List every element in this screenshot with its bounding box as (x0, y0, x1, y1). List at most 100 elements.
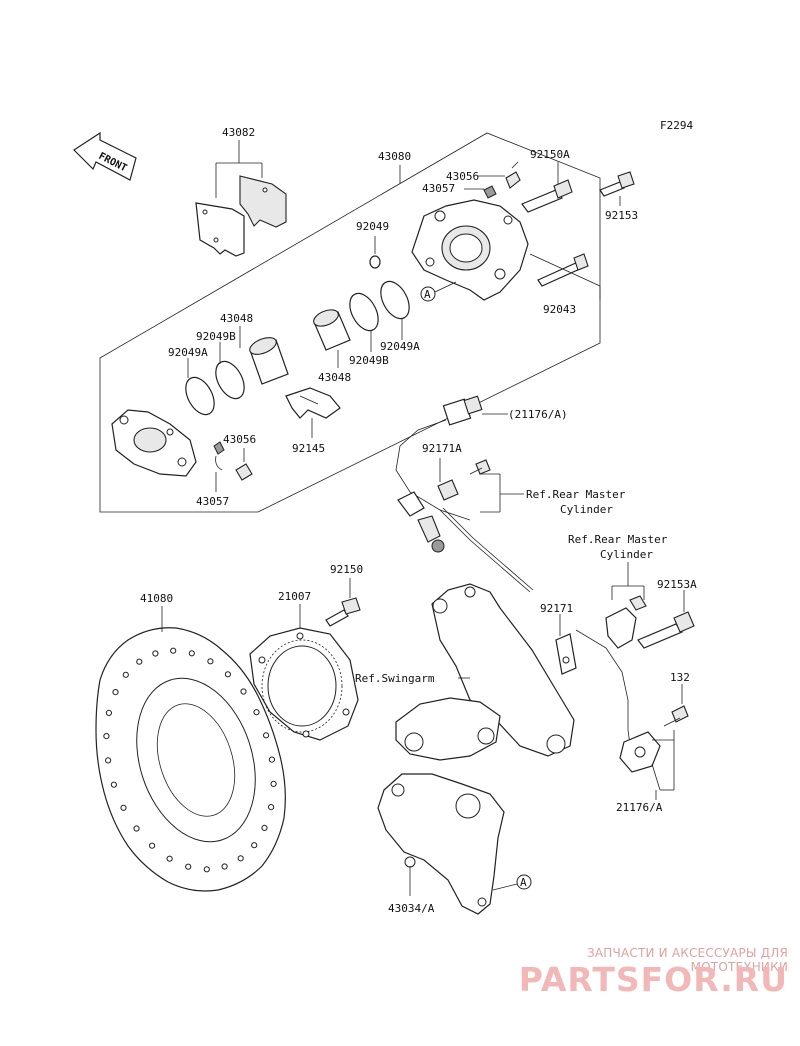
label-43057-bottom: 43057 (196, 495, 229, 508)
disc-vent-hole (149, 842, 156, 849)
seal-ring-92049b-left (215, 360, 245, 400)
label-43082: 43082 (222, 126, 255, 139)
disc-vent-holes (103, 647, 277, 873)
watermark-tagline: ЗАПЧАСТИ И АКСЕССУАРЫ ДЛЯ МОТОТЕХНИКИ (587, 946, 788, 974)
sensor-bracket (605, 595, 647, 649)
disc-vent-hole (152, 650, 159, 657)
disc-vent-hole (203, 866, 210, 873)
disc-vent-hole (188, 650, 195, 657)
disc-vent-hole (221, 863, 228, 870)
brake-pads (195, 175, 287, 257)
marker-a-bottom (516, 874, 532, 890)
label-92043: 92043 (543, 303, 576, 316)
piston-43048-right (313, 309, 351, 351)
ref-rear-master-1-line2: Cylinder (560, 503, 613, 516)
disc-vent-hole (136, 658, 143, 665)
disc-vent-hole (103, 733, 110, 740)
disc-vent-hole (185, 863, 192, 870)
wheel-speed-sensor (619, 731, 661, 773)
ref-rear-master-2-line1: Ref.Rear Master (568, 533, 668, 546)
pin-bolt-92150a (521, 179, 573, 213)
seal-ring-92049a-right (380, 280, 410, 320)
label-92049a-left: 92049A (168, 346, 208, 359)
disc-vent-hole (268, 804, 275, 811)
disc-vent-hole (105, 757, 112, 764)
label-43080: 43080 (378, 150, 411, 163)
marker-a-top (420, 286, 436, 302)
watermark: ЗАПЧАСТИ И АКСЕССУАРЫ ДЛЯ МОТОТЕХНИКИ PA… (488, 946, 788, 1006)
label-43056-top: 43056 (446, 170, 479, 183)
disc-vent-hole (120, 804, 127, 811)
bleed-screw-bottom-icon (213, 441, 253, 481)
label-21007: 21007 (278, 590, 311, 603)
o-ring-92049 (369, 255, 381, 269)
label-92153: 92153 (605, 209, 638, 222)
label-21176a-bottom: 21176/A (616, 801, 663, 814)
disc-vent-hole (270, 780, 277, 788)
label-92150: 92150 (330, 563, 363, 576)
label-92049a-right: 92049A (380, 340, 420, 353)
abs-rotor-21007 (249, 627, 359, 741)
pad-spring-92145 (285, 387, 341, 419)
bolt-92150 (325, 597, 361, 627)
disc-vent-hole (240, 688, 247, 695)
abs-sensor-cable (397, 491, 534, 593)
label-92049: 92049 (356, 220, 389, 233)
ref-rear-master-1-line1: Ref.Rear Master (526, 488, 626, 501)
label-21176a-top: (21176/A) (508, 408, 568, 421)
bolt-132 (663, 705, 689, 727)
bolt-92153a (637, 611, 695, 649)
label-43057-top: 43057 (422, 182, 455, 195)
disc-vent-hole (110, 781, 118, 788)
disc-vent-hole (224, 671, 231, 678)
disc-vent-hole (251, 842, 258, 849)
disc-vent-hole (268, 756, 275, 763)
label-92145: 92145 (292, 442, 325, 455)
disc-vent-hole (133, 825, 140, 832)
disc-vent-hole (207, 658, 214, 665)
bolt-rear-master-1 (469, 459, 491, 475)
sensor-wire (575, 629, 633, 761)
bleed-screw-top-icon (483, 161, 521, 199)
label-92150a: 92150A (530, 148, 570, 161)
seal-ring-92049b-right (349, 292, 379, 332)
label-132: 132 (670, 671, 690, 684)
caliper-assembly-box (99, 132, 601, 513)
clamp-92171 (555, 633, 577, 675)
disc-vent-hole (263, 732, 270, 739)
label-92049b-right: 92049B (349, 354, 389, 367)
abs-connector-icon (395, 395, 483, 521)
piston-43048-left (249, 337, 289, 385)
marker-a-top-text: A (424, 288, 431, 301)
figure-code: F2294 (660, 119, 693, 132)
seal-ring-92049a-left (185, 376, 215, 416)
pin-92043 (537, 253, 589, 287)
disc-vent-hole (166, 855, 173, 862)
marker-a-bottom-text: A (520, 876, 527, 889)
label-43034a: 43034/A (388, 902, 435, 915)
bolt-92153 (599, 171, 635, 197)
label-92171: 92171 (540, 602, 573, 615)
label-43056-bottom: 43056 (223, 433, 256, 446)
watermark-logo: PARTSFOR.RU (518, 960, 788, 999)
label-43048-left: 43048 (220, 312, 253, 325)
disc-vent-hole (112, 689, 119, 696)
swingarm (395, 583, 575, 761)
disc-vent-hole (237, 855, 244, 862)
clamp-92171a (437, 479, 459, 501)
ref-swingarm: Ref.Swingarm (355, 672, 435, 685)
label-43048-right: 43048 (318, 371, 351, 384)
disc-vent-hole (261, 824, 268, 832)
label-92171a: 92171A (422, 442, 462, 455)
label-92049b-left: 92049B (196, 330, 236, 343)
disc-vent-hole (105, 709, 113, 717)
label-92153a: 92153A (657, 578, 697, 591)
front-arrow-icon: FRONT (73, 131, 137, 181)
label-41080: 41080 (140, 592, 173, 605)
disc-vent-hole (122, 671, 129, 678)
caliper-body-inner (111, 409, 197, 477)
disc-vent-hole (253, 709, 260, 716)
disc-vent-hole (170, 647, 177, 654)
brake-disc-41080 (95, 627, 286, 892)
